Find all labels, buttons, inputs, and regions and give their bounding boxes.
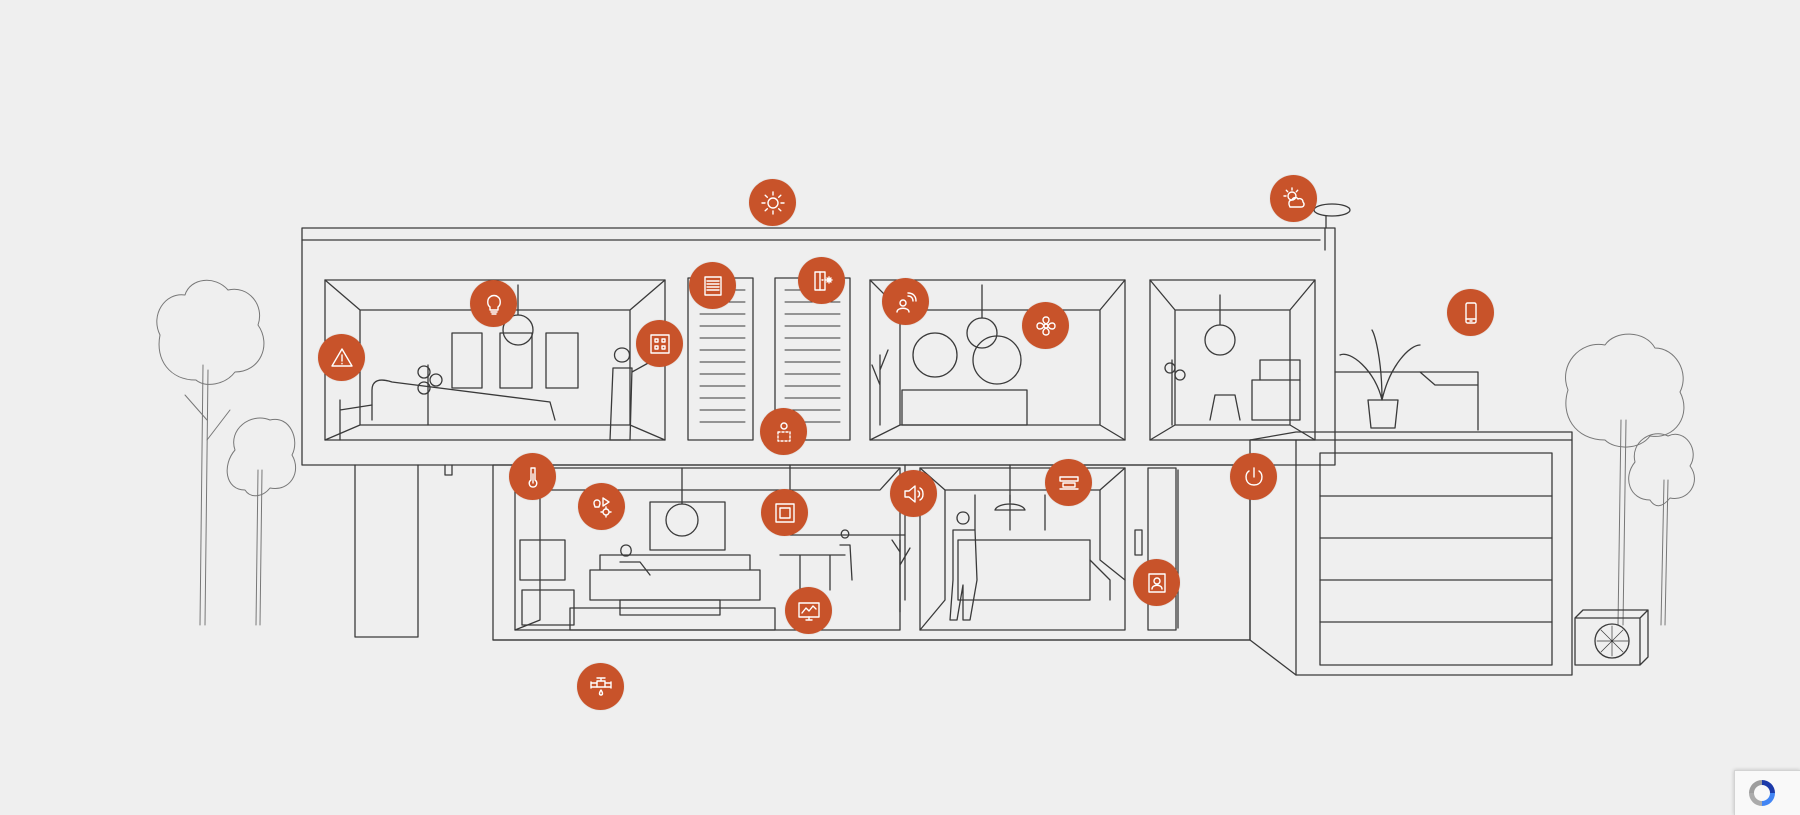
recaptcha-icon [1749, 780, 1775, 806]
lighting-hotspot[interactable] [470, 280, 517, 327]
heater-icon [1058, 475, 1079, 490]
smartphone-icon [1464, 301, 1477, 324]
thermometer-icon [528, 466, 537, 488]
temperature-hotspot[interactable] [509, 453, 556, 500]
mobile-app-hotspot[interactable] [1447, 289, 1494, 336]
sun-cloud-icon [1282, 186, 1305, 208]
presence-hotspot[interactable] [882, 278, 929, 325]
energy-monitor-icon [797, 601, 820, 621]
motion-sensor-icon [776, 421, 791, 442]
upper-floor-outline [301, 227, 1336, 466]
valve-icon [589, 676, 612, 696]
power-hotspot[interactable] [1230, 453, 1277, 500]
water-valve-hotspot[interactable] [577, 663, 624, 710]
touch-panel-icon [774, 502, 795, 523]
scenes-hotspot[interactable] [578, 483, 625, 530]
light-bulb-icon [486, 294, 501, 315]
keypad-icon [649, 333, 670, 354]
garage-door [1319, 452, 1553, 666]
blinds-hotspot[interactable] [689, 262, 736, 309]
warning-icon [330, 347, 353, 367]
switch-panel-hotspot[interactable] [636, 320, 683, 367]
touch-panel-hotspot[interactable] [761, 489, 808, 536]
ventilation-hotspot[interactable] [1022, 302, 1069, 349]
audio-hotspot[interactable] [890, 470, 937, 517]
energy-monitor-hotspot[interactable] [785, 587, 832, 634]
tree-right [1565, 333, 1695, 626]
roller-blind-icon [703, 275, 722, 296]
sun-sensor-hotspot[interactable] [749, 179, 796, 226]
fan-icon [1035, 315, 1056, 336]
weather-station-hotspot[interactable] [1270, 175, 1317, 222]
garage [1249, 439, 1573, 676]
alarm-hotspot[interactable] [318, 334, 365, 381]
door-sensor-icon [813, 270, 833, 291]
living-room [514, 467, 901, 631]
outdoor-ac-unit [1574, 609, 1649, 666]
intercom-icon [1147, 572, 1166, 593]
scene-automation-icon [592, 496, 612, 518]
speaker-icon [903, 484, 924, 503]
sun-icon [760, 190, 785, 215]
presence-icon [895, 291, 917, 313]
door-intercom-hotspot[interactable] [1133, 559, 1180, 606]
recaptcha-badge[interactable] [1734, 770, 1800, 815]
power-icon [1244, 466, 1263, 486]
tree-left [156, 280, 297, 626]
motion-detector-hotspot[interactable] [760, 408, 807, 455]
door-window-sensor-hotspot[interactable] [798, 257, 845, 304]
hallway-door [1147, 467, 1177, 631]
heating-hotspot[interactable] [1045, 459, 1092, 506]
